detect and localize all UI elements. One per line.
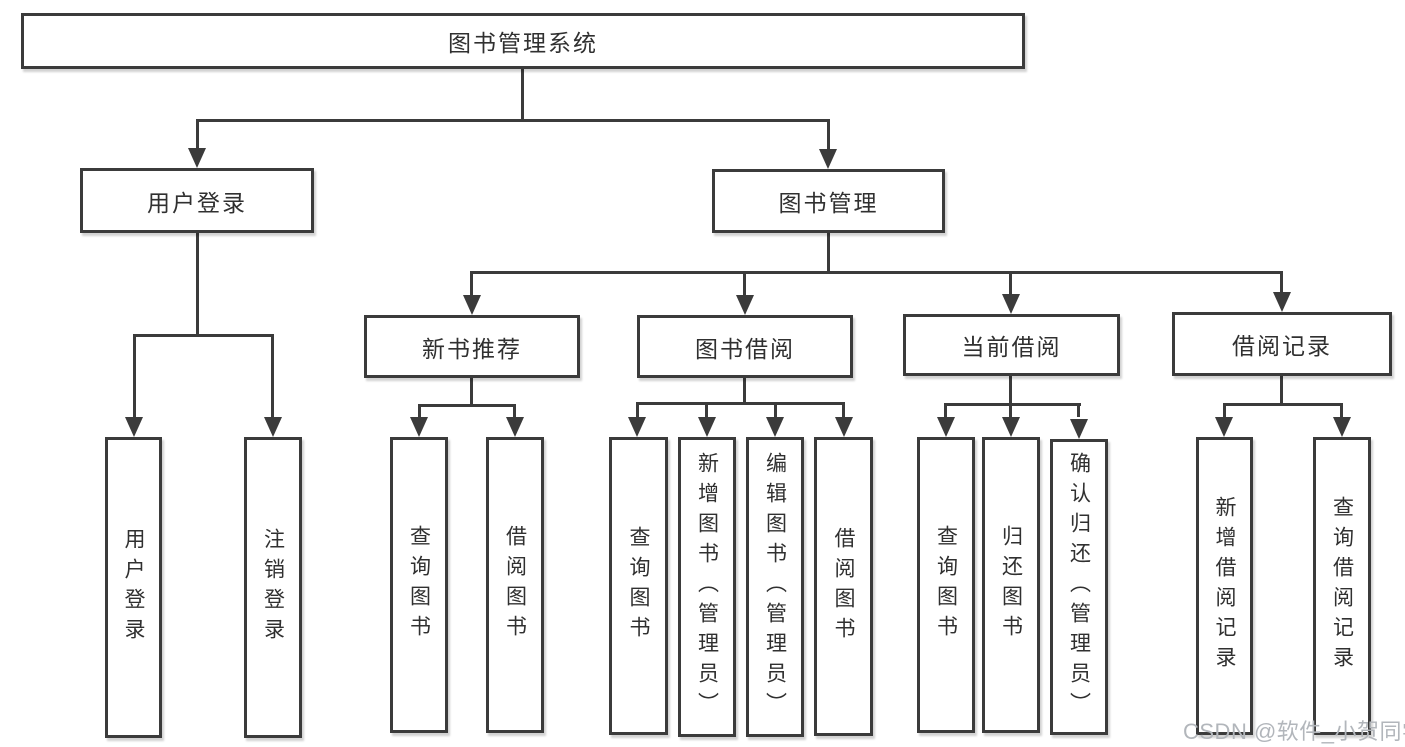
connector-line	[743, 271, 746, 297]
connector-line	[743, 378, 746, 405]
connector-line	[827, 233, 830, 274]
connector-line	[944, 403, 947, 417]
arrow-down-icon	[1002, 417, 1020, 437]
arrow-down-icon	[835, 417, 853, 437]
connector-line	[636, 402, 845, 405]
connector-line	[521, 68, 524, 122]
arrow-down-icon	[1002, 294, 1020, 314]
connector-line	[1340, 403, 1343, 417]
arrow-down-icon	[188, 148, 206, 168]
arrow-down-icon	[766, 417, 784, 437]
leaf-query-books-recommend: 查询图书	[390, 437, 448, 733]
node-current-borrowing: 当前借阅	[903, 314, 1120, 376]
leaf-query-borrow-record: 查询借阅记录	[1313, 437, 1371, 735]
arrow-down-icon	[410, 417, 428, 437]
leaf-add-borrow-record: 新增借阅记录	[1196, 437, 1253, 735]
connector-line	[1009, 376, 1012, 405]
connector-line	[133, 334, 136, 418]
connector-line	[513, 404, 516, 418]
connector-line	[470, 271, 473, 297]
watermark-text: CSDN @软件_小贺同学	[1183, 719, 1405, 744]
connector-line	[1009, 403, 1012, 417]
arrow-down-icon	[506, 417, 524, 437]
connector-line	[705, 402, 708, 417]
leaf-query-books-borrowing: 查询图书	[609, 437, 668, 735]
node-book-borrowing: 图书借阅	[637, 315, 853, 378]
node-new-book-recommendation: 新书推荐	[364, 315, 580, 378]
arrow-down-icon	[698, 417, 716, 437]
connector-line	[1223, 403, 1343, 406]
connector-line	[1280, 376, 1283, 405]
leaf-query-books-current: 查询图书	[917, 437, 975, 733]
connector-line	[774, 402, 777, 417]
arrow-down-icon	[1333, 417, 1351, 437]
connector-line	[1009, 271, 1012, 297]
node-user-login: 用户登录	[80, 168, 314, 233]
leaf-logout: 注销登录	[244, 437, 302, 738]
arrow-down-icon	[463, 295, 481, 315]
arrow-down-icon	[125, 417, 143, 437]
connector-line	[827, 119, 830, 150]
leaf-confirm-return-admin: 确认归还（管理员）	[1050, 439, 1108, 735]
leaf-user-login: 用户登录	[105, 437, 162, 738]
arrow-down-icon	[736, 295, 754, 315]
connector-line	[418, 404, 516, 407]
connector-line	[944, 403, 1081, 406]
arrow-down-icon	[937, 417, 955, 437]
connector-line	[271, 334, 274, 418]
node-borrowing-records: 借阅记录	[1172, 312, 1392, 376]
connector-line	[470, 271, 1282, 274]
connector-line	[1280, 271, 1283, 297]
connector-line	[133, 334, 274, 337]
connector-line	[196, 119, 199, 150]
arrow-down-icon	[819, 149, 837, 169]
connector-line	[418, 404, 421, 418]
arrow-down-icon	[1273, 292, 1291, 312]
leaf-return-books: 归还图书	[982, 437, 1040, 733]
connector-line	[196, 233, 199, 336]
connector-line	[636, 402, 639, 417]
leaf-add-book-admin: 新增图书（管理员）	[678, 437, 736, 737]
connector-line	[196, 119, 830, 122]
node-book-management: 图书管理	[712, 169, 945, 233]
leaf-borrow-books-borrowing: 借阅图书	[814, 437, 873, 736]
connector-line	[470, 378, 473, 406]
leaf-edit-book-admin: 编辑图书（管理员）	[746, 437, 804, 737]
connector-line	[1077, 403, 1080, 417]
arrow-down-icon	[1070, 419, 1088, 439]
connector-line	[1223, 403, 1226, 417]
arrow-down-icon	[264, 417, 282, 437]
node-library-management-system: 图书管理系统	[21, 13, 1025, 69]
arrow-down-icon	[1215, 417, 1233, 437]
arrow-down-icon	[628, 417, 646, 437]
leaf-borrow-books-recommend: 借阅图书	[486, 437, 544, 733]
connector-line	[842, 402, 845, 417]
